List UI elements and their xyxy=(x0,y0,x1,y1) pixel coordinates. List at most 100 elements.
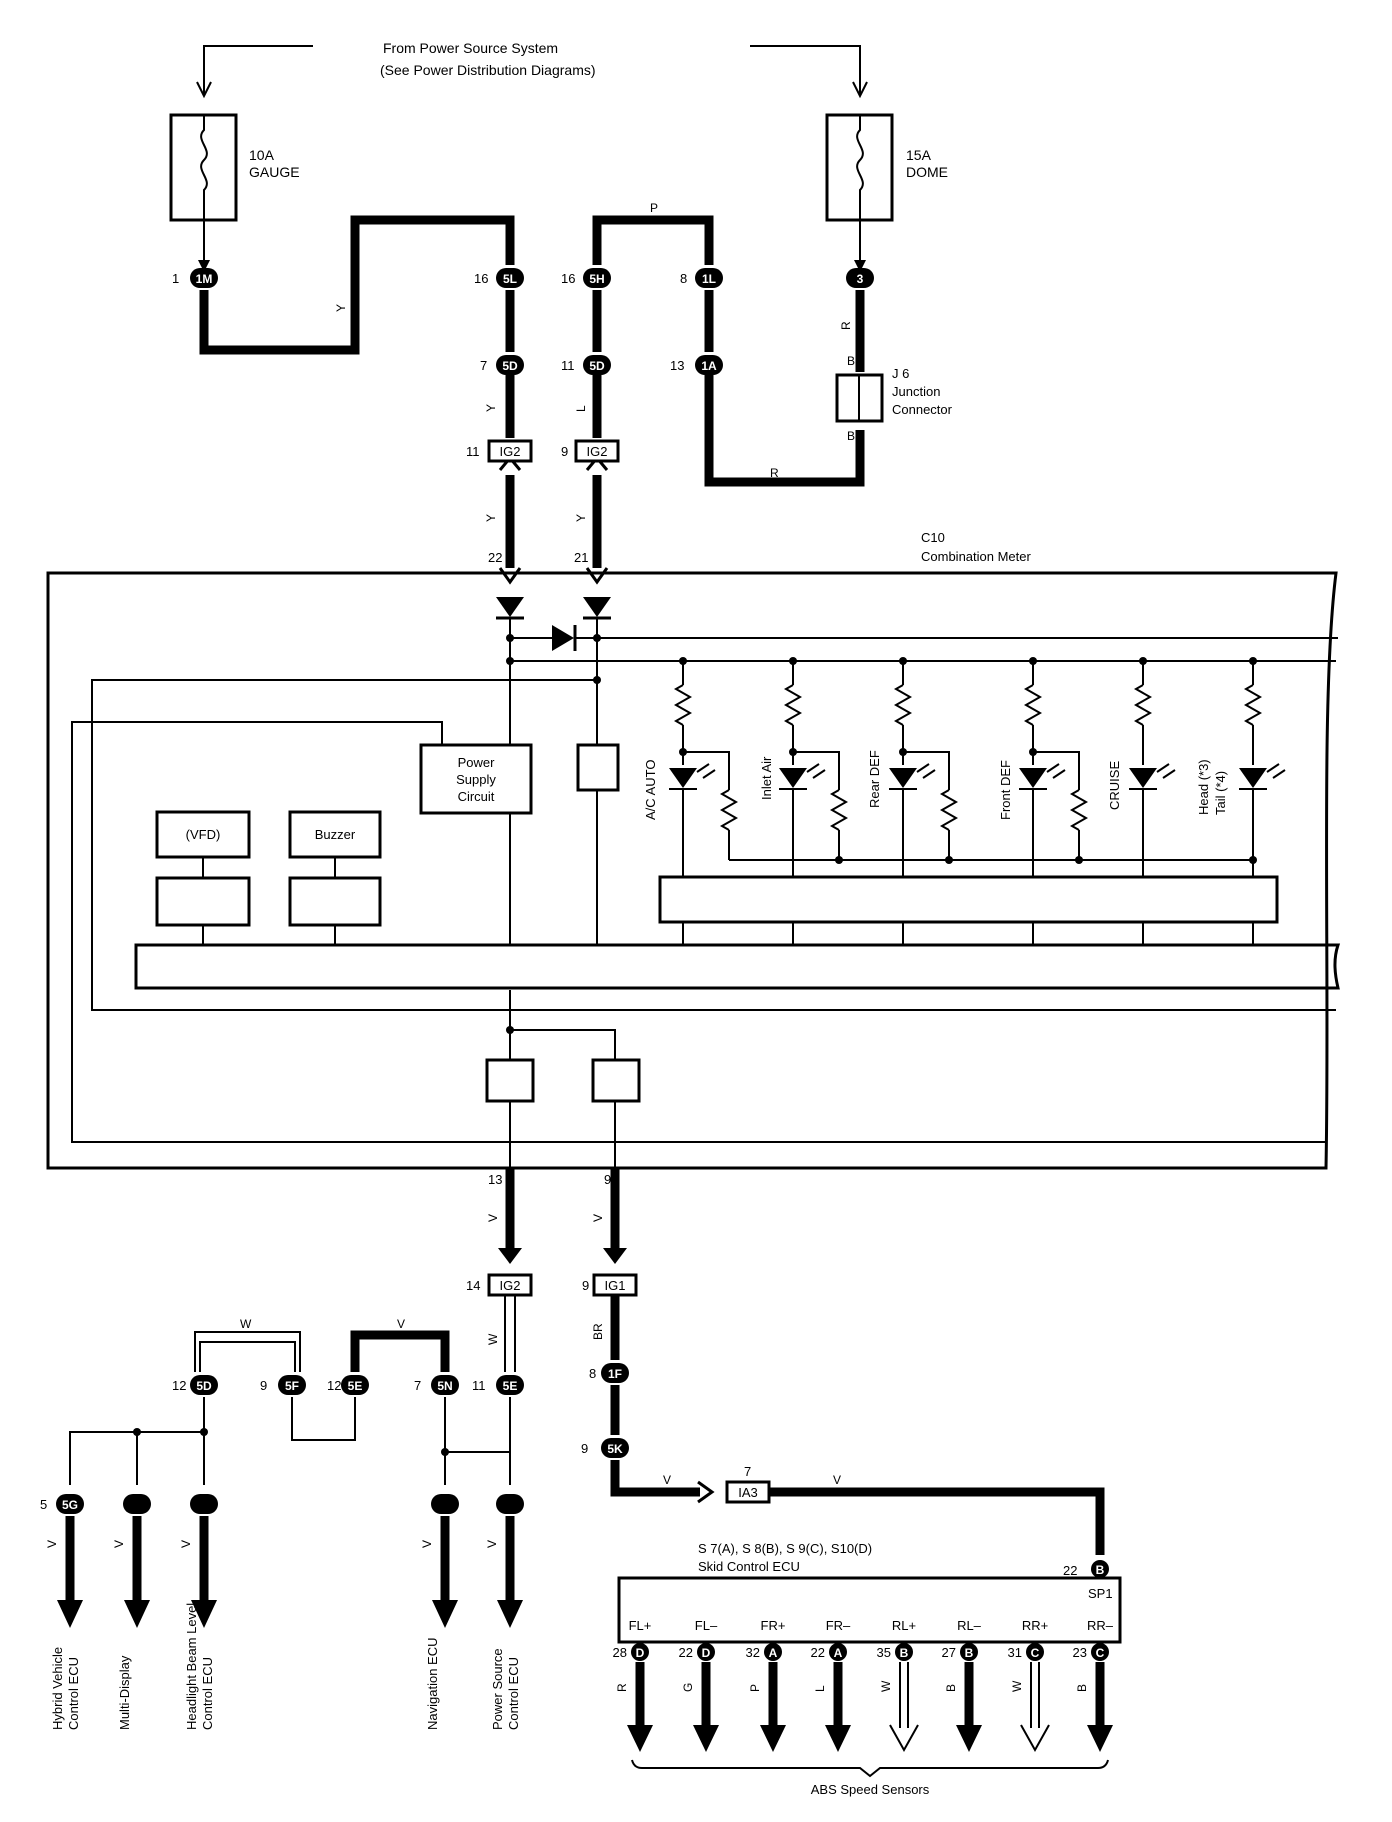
output-label: Headlight Beam Level xyxy=(184,1603,199,1730)
indicator-led-icon xyxy=(1239,763,1286,790)
indicator-label: Front DEF xyxy=(998,760,1013,820)
output-block xyxy=(591,1058,641,1103)
wire-color: P xyxy=(748,1684,762,1692)
pin-number: 5 xyxy=(40,1497,47,1512)
ig-connector: IG2 14 xyxy=(466,1273,533,1297)
svg-text:5H: 5H xyxy=(589,272,604,286)
connector-4I: 5K9 xyxy=(581,1438,629,1458)
wire-color: B xyxy=(944,1684,958,1692)
sensor-pin-letter: D xyxy=(636,1646,645,1660)
wire-color: V xyxy=(45,1540,59,1548)
connector-5E xyxy=(123,1494,151,1514)
wire-color: V xyxy=(397,1317,405,1331)
wire-color: V xyxy=(486,1214,500,1222)
wire-color: Y xyxy=(334,304,348,312)
sensor-pin-letter: B xyxy=(965,1646,974,1660)
connector-5G xyxy=(496,1494,524,1514)
wire-color: Y xyxy=(484,404,498,412)
indicator-led-icon xyxy=(1019,763,1066,790)
sensors-label: ABS Speed Sensors xyxy=(811,1782,930,1797)
sensor-pin-letter: B xyxy=(900,1646,909,1660)
vfd-label: (VFD) xyxy=(186,827,221,842)
svg-text:IG2: IG2 xyxy=(500,1278,521,1293)
connector-1M: 1M1 xyxy=(172,268,218,288)
pin-number: 9 xyxy=(581,1441,588,1456)
svg-text:5G: 5G xyxy=(62,1498,78,1512)
arrow-icon xyxy=(432,1600,458,1628)
connector-5F: 5G 5 xyxy=(40,1494,84,1514)
cpu-bus-block xyxy=(134,943,1341,990)
indicator-label: CRUISE xyxy=(1107,761,1122,810)
wire-color: V xyxy=(420,1540,434,1548)
arrow-icon xyxy=(693,1725,719,1752)
connector-5E xyxy=(431,1494,459,1514)
svg-text:5N: 5N xyxy=(437,1379,452,1393)
svg-text:Circuit: Circuit xyxy=(458,789,495,804)
ecu-sp: SP1 xyxy=(1088,1586,1113,1601)
fuse-dome: 15A DOME xyxy=(825,113,948,222)
junction-l2: Connector xyxy=(892,402,953,417)
output-label: Control ECU xyxy=(200,1657,215,1730)
connector-3: 3 xyxy=(846,268,874,288)
connector-4C: 1F8 xyxy=(589,1363,629,1383)
wire-color: B xyxy=(847,429,855,443)
skid-control-ecu xyxy=(617,1576,1122,1644)
indicator-led-icon xyxy=(669,763,716,790)
wire-color: V xyxy=(112,1540,126,1548)
wire-color: G xyxy=(681,1683,695,1692)
svg-text:1A: 1A xyxy=(701,359,717,373)
pin-number: 23 xyxy=(1073,1645,1087,1660)
arrow-icon xyxy=(191,1600,217,1628)
power-supply-circuit xyxy=(419,743,533,815)
pin-number: 14 xyxy=(466,1278,480,1293)
pin-number: 22 xyxy=(811,1645,825,1660)
pin-number: 27 xyxy=(942,1645,956,1660)
arrow-icon xyxy=(585,567,609,585)
svg-text:5D: 5D xyxy=(196,1379,212,1393)
arrow-icon xyxy=(627,1725,653,1752)
power-feed-left xyxy=(203,45,313,95)
connector-5D: 5D7 xyxy=(480,355,524,375)
sensor-pin-name: FR– xyxy=(826,1618,851,1633)
wire-w xyxy=(194,1331,301,1372)
wire-color: B xyxy=(847,354,855,368)
arrow-icon xyxy=(124,1600,150,1628)
svg-text:Power: Power xyxy=(458,755,496,770)
fuse-amp: 15A xyxy=(906,147,932,163)
svg-text:5E: 5E xyxy=(348,1379,363,1393)
connector-5N xyxy=(190,1494,218,1514)
driver-block xyxy=(155,876,251,927)
junction-connector: J 6 Junction Connector xyxy=(835,366,953,423)
svg-text:IA3: IA3 xyxy=(738,1485,758,1500)
wire-color: R xyxy=(770,466,779,480)
buzzer-label: Buzzer xyxy=(315,827,356,842)
indicator-driver-block xyxy=(658,875,1279,924)
pin-number: 7 xyxy=(414,1378,421,1393)
meter-id: C10 xyxy=(921,530,945,545)
wire-w xyxy=(199,1341,296,1372)
wire-color: L xyxy=(574,405,588,412)
indicator-label: Head (*3) xyxy=(1196,759,1211,815)
pin-number: 9 xyxy=(582,1278,589,1293)
pin-number: 11 xyxy=(472,1378,486,1393)
wire-r-return xyxy=(704,375,865,487)
svg-text:5L: 5L xyxy=(503,272,517,286)
pin-number: 16 xyxy=(474,271,488,286)
wire-color: L xyxy=(813,1685,827,1692)
arrow-icon xyxy=(497,1600,523,1628)
fuse-gauge: 10A GAUGE xyxy=(169,113,300,222)
brace xyxy=(631,1759,1109,1778)
indicator-label: Rear DEF xyxy=(867,750,882,808)
output-block xyxy=(485,1058,535,1103)
wire-v xyxy=(610,1460,700,1497)
buzzer-block xyxy=(288,810,382,859)
indicator-led-icon xyxy=(1129,763,1176,790)
output-label: Multi-Display xyxy=(117,1655,132,1730)
arrow-icon xyxy=(1087,1725,1113,1752)
